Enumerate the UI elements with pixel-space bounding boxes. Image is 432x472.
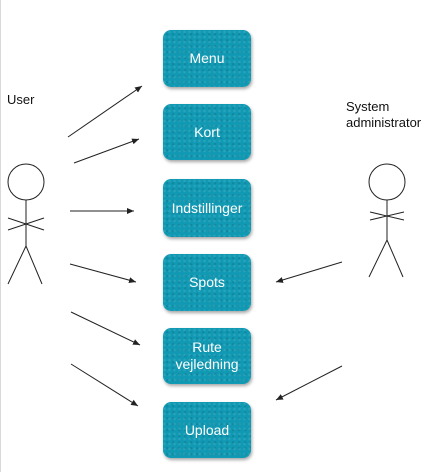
- use-case-spots-label: Spots: [189, 274, 225, 290]
- use-case-upload-label: Upload: [184, 421, 230, 438]
- arrow-user-kort: [73, 138, 140, 164]
- user-stick-figure: [7, 163, 45, 285]
- arrow-user-rute: [70, 311, 141, 346]
- arrow-admin-upload: [275, 365, 343, 401]
- use-case-menu-label: Menu: [189, 50, 225, 66]
- page-edge-divider: [0, 0, 1, 472]
- use-case-kort-label: Kort: [194, 123, 220, 140]
- admin-stick-figure: [368, 163, 406, 278]
- use-case-menu[interactable]: Menu: [163, 30, 251, 87]
- admin-actor-label: System administrator: [346, 99, 422, 130]
- arrow-user-menu: [67, 85, 143, 138]
- use-case-indstillinger-label: Indstillinger: [171, 199, 243, 216]
- use-case-upload[interactable]: Upload: [163, 402, 251, 458]
- use-case-rute-vejledning-label: Rute vejledning: [175, 339, 239, 372]
- use-case-rute-vejledning[interactable]: Rute vejledning: [163, 328, 251, 384]
- arrow-admin-spots: [275, 261, 343, 283]
- use-case-indstillinger[interactable]: Indstillinger: [163, 179, 251, 237]
- arrow-user-spots: [69, 263, 137, 284]
- use-case-spots[interactable]: Spots: [163, 254, 251, 311]
- use-case-kort[interactable]: Kort: [163, 104, 251, 160]
- arrow-user-upload: [70, 363, 139, 407]
- user-actor-label: User: [7, 92, 35, 107]
